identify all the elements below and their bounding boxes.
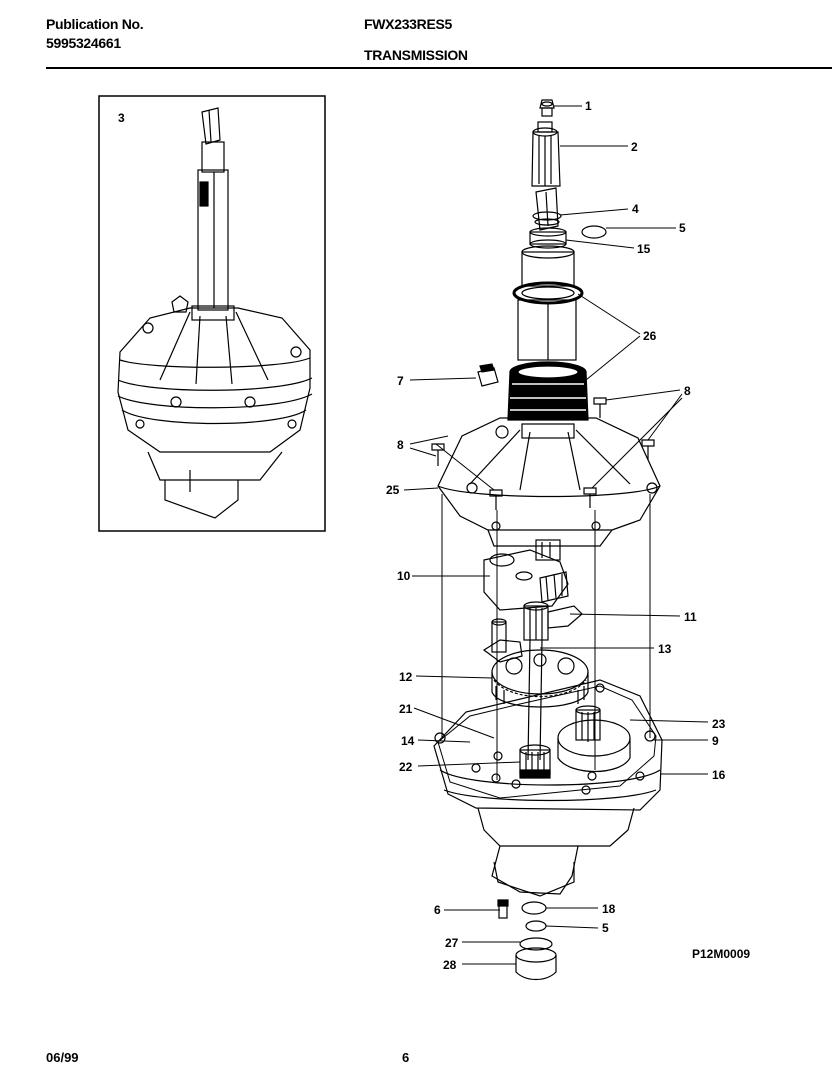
part-23-drive-gear (557, 705, 631, 773)
part-16-gear-case (433, 679, 663, 897)
section-title: TRANSMISSION (364, 47, 468, 63)
part-5-o-ring-lower (525, 920, 547, 932)
center-shaft-left (527, 639, 531, 761)
footer-page-number: 6 (402, 1050, 410, 1065)
leader-lines (403, 105, 709, 965)
part-1-nut (539, 99, 555, 117)
callout-1: 1 (585, 99, 592, 113)
callout-7: 7 (397, 374, 404, 388)
callout-6: 6 (434, 903, 441, 917)
inset-frame (98, 95, 326, 532)
diagram-code: P12M0009 (692, 947, 750, 961)
part-25-transmission-cover (437, 417, 661, 547)
part-26-seal (507, 361, 589, 421)
publication-number: 5995324661 (46, 35, 121, 51)
callout-10: 10 (397, 569, 411, 583)
inset-label-3: 3 (118, 111, 125, 125)
callout-4: 4 (632, 202, 639, 216)
callout-12: 12 (399, 670, 413, 684)
callout-8-left: 8 (397, 438, 404, 452)
part-22-lower-pinion (519, 744, 551, 779)
callout-18: 18 (602, 902, 616, 916)
inset-transmission-assembly (117, 107, 313, 519)
callout-2: 2 (631, 140, 638, 154)
callout-5-upper: 5 (679, 221, 686, 235)
callout-21: 21 (399, 702, 413, 716)
part-11-pinion (523, 601, 583, 641)
part-4-retaining-ring (534, 218, 560, 226)
part-12-large-gear (491, 649, 589, 708)
callout-15: 15 (637, 242, 651, 256)
part-21-gasket (437, 685, 657, 799)
header-rule (46, 67, 832, 69)
callout-labels: 3 1 2 4 5 15 26 7 8 8 25 10 11 13 12 21 … (118, 99, 750, 972)
shaft-top (532, 187, 562, 231)
callout-23: 23 (712, 717, 726, 731)
part-15-bearing (529, 227, 567, 249)
footer-date: 06/99 (46, 1050, 79, 1065)
part-18-seal (521, 901, 547, 915)
callout-22: 22 (399, 760, 413, 774)
callout-14: 14 (401, 734, 415, 748)
center-shaft-right (539, 639, 543, 761)
callout-9: 9 (712, 734, 719, 748)
part-13-shift-fork (482, 618, 523, 663)
part-28-collar (515, 947, 557, 981)
callout-27: 27 (445, 936, 459, 950)
part-27-bushing (519, 937, 553, 951)
callout-28: 28 (443, 958, 457, 972)
part-7-plug (477, 363, 499, 387)
part-2-spline-coupling (531, 121, 561, 187)
agitator-shaft-tube (512, 245, 584, 361)
callout-16: 16 (712, 768, 726, 782)
publication-label: Publication No. (46, 16, 144, 32)
callout-5-lower: 5 (602, 921, 609, 935)
part-10-gear (483, 539, 569, 611)
part-5-o-ring (581, 225, 607, 239)
callout-25: 25 (386, 483, 400, 497)
callout-11: 11 (684, 610, 697, 624)
callout-13: 13 (658, 642, 672, 656)
part-6-screw (497, 899, 509, 919)
callout-26: 26 (643, 329, 657, 343)
callout-8-right: 8 (684, 384, 691, 398)
model-number: FWX233RES5 (364, 16, 453, 32)
